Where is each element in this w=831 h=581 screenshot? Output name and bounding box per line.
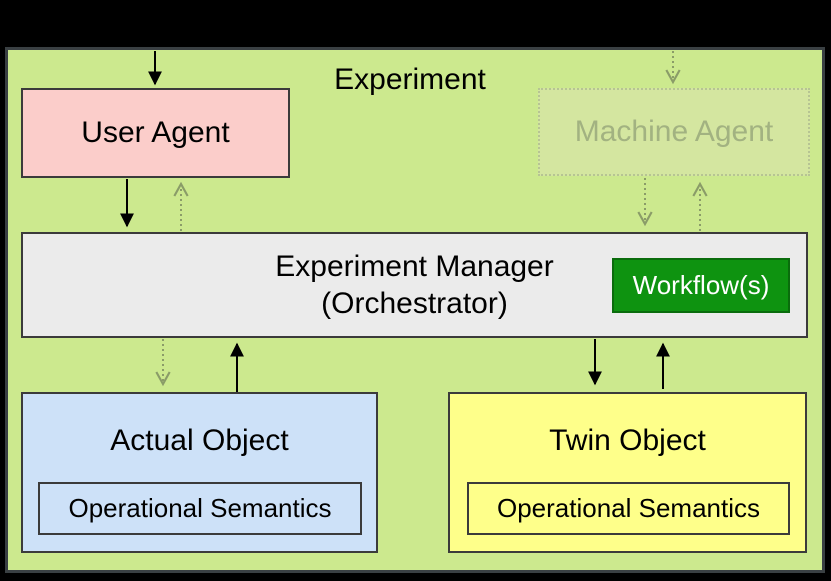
user-agent-label: User Agent: [81, 116, 230, 149]
diagram-title: Experiment: [310, 63, 510, 97]
actual-operational-semantics-box: Operational Semantics: [38, 482, 362, 535]
node-workflow: Workflow(s): [612, 258, 790, 313]
actual-object-label: Actual Object: [110, 424, 289, 457]
twin-object-label: Twin Object: [549, 424, 706, 457]
workflow-label: Workflow(s): [632, 270, 770, 300]
node-user-agent: User Agent: [21, 88, 290, 178]
node-machine-agent: Machine Agent: [538, 88, 810, 176]
experiment-manager-label-line1: Experiment Manager: [275, 250, 554, 283]
node-twin-object: Twin Object Operational Semantics: [448, 392, 807, 553]
machine-agent-label: Machine Agent: [574, 115, 774, 148]
twin-operational-semantics-label: Operational Semantics: [496, 493, 761, 523]
experiment-manager-label-line2: (Orchestrator): [321, 287, 508, 320]
actual-operational-semantics-label: Operational Semantics: [68, 493, 332, 523]
diagram-title-text: Experiment: [334, 63, 486, 96]
node-actual-object: Actual Object Operational Semantics: [21, 392, 378, 553]
node-experiment-manager: Experiment Manager (Orchestrator): [21, 232, 808, 338]
twin-operational-semantics-box: Operational Semantics: [467, 482, 790, 535]
